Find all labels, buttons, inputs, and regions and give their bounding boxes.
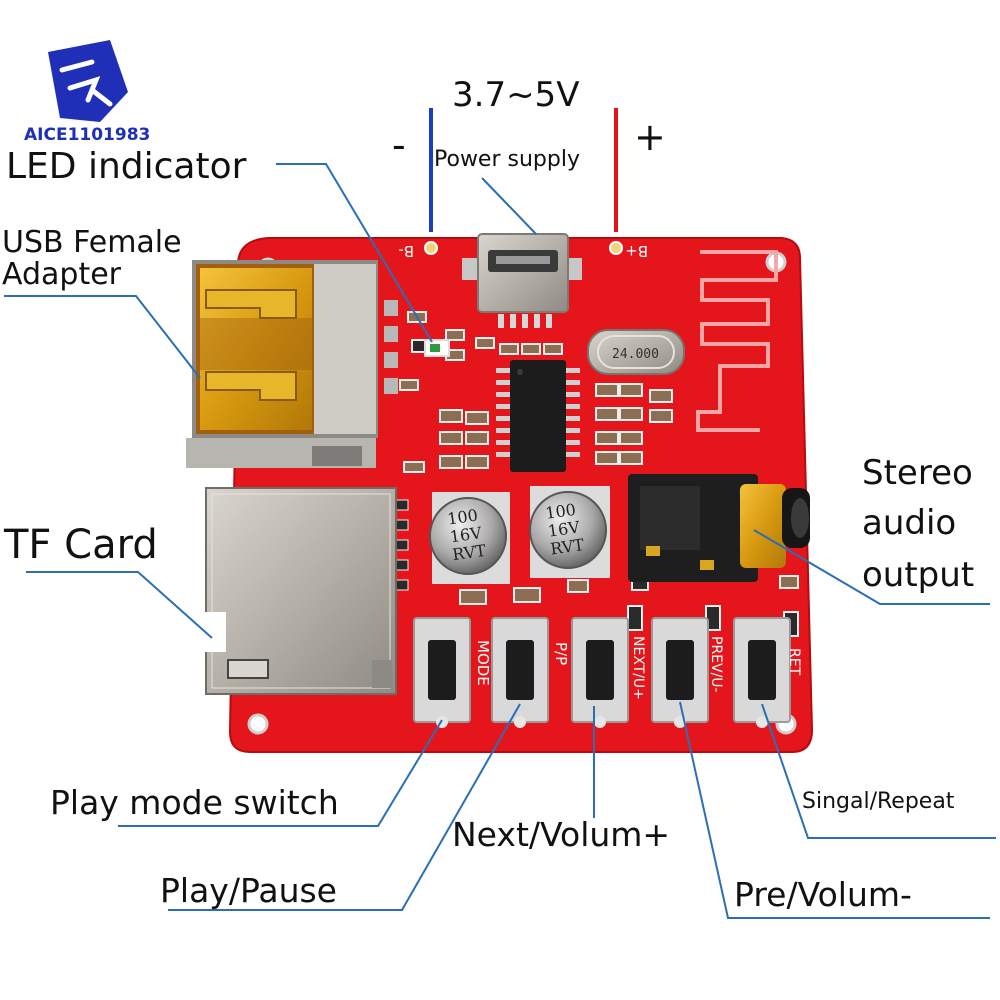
button-mode-label: MODE	[474, 640, 492, 686]
stereo-label-line2: audio	[862, 503, 956, 543]
plus-sign: +	[634, 115, 666, 159]
cap2-text-3: RVT	[549, 535, 585, 559]
usb-label-line1: USB Female	[2, 225, 182, 260]
leader-usb	[4, 295, 201, 379]
micro-usb-port	[462, 233, 582, 328]
leader-play-pause	[168, 703, 521, 911]
leader-led	[276, 163, 433, 343]
usb-label-line2: Adapter	[2, 257, 122, 292]
leader-pre	[679, 701, 990, 919]
leader-tf	[26, 571, 213, 639]
usb-female-port	[186, 260, 378, 468]
button-next-label: NEXT/U+	[630, 636, 646, 700]
cap1-text-2: 16V	[449, 523, 484, 546]
leader-lines	[4, 163, 996, 919]
button-prev-label: PREV/U-	[708, 636, 724, 693]
cap2-text-2: 16V	[547, 517, 582, 540]
cap1-text-3: RVT	[451, 541, 487, 565]
button-next[interactable]: NEXT/U+	[571, 617, 646, 728]
stereo-label-line3: output	[862, 555, 974, 595]
capacitor-1: 100 16V RVT	[429, 492, 510, 584]
pad-label-minus: B-	[398, 242, 414, 260]
logo-text: AICE1101983	[24, 125, 150, 145]
crystal-label: 24.000	[612, 347, 659, 362]
button-pp-label: P/P	[552, 642, 570, 665]
button-prev[interactable]: PREV/U-	[651, 617, 724, 728]
pre-volume-label: Pre/Volum-	[734, 875, 912, 914]
stereo-label-line1: Stereo	[862, 453, 973, 493]
leader-stereo	[753, 529, 990, 605]
pcb-board: B- B+ 24.000	[186, 233, 814, 753]
pad-label-plus: B+	[625, 242, 648, 260]
leader-play-mode	[118, 719, 443, 827]
tf-card-slot	[196, 487, 397, 695]
audio-jack	[628, 474, 810, 582]
crystal-oscillator: 24.000	[587, 329, 685, 375]
voltage-label: 3.7~5V	[452, 75, 579, 115]
cap1-text-1: 100	[446, 506, 479, 529]
led-indicator-label: LED indicator	[6, 146, 247, 187]
button-ret-label: RET	[786, 648, 802, 676]
play-mode-label: Play mode switch	[50, 783, 339, 822]
leader-power	[481, 177, 537, 235]
button-mode[interactable]: MODE	[413, 617, 492, 728]
cap2-text-1: 100	[544, 500, 577, 523]
capacitor-2: 100 16V RVT	[529, 486, 610, 578]
power-supply-label: Power supply	[434, 147, 580, 172]
play-pause-label: Play/Pause	[160, 871, 337, 910]
next-volume-label: Next/Volum+	[452, 815, 670, 854]
tf-card-label: TF Card	[3, 522, 158, 568]
main-ic-chip	[496, 360, 580, 472]
button-play-pause[interactable]: P/P	[491, 617, 570, 728]
brand-logo: AICE1101983	[24, 40, 150, 145]
minus-sign: -	[392, 123, 406, 167]
button-repeat[interactable]: RET	[733, 617, 802, 728]
pcb-antenna	[696, 250, 778, 432]
single-repeat-label: Singal/Repeat	[802, 789, 955, 814]
leader-single-repeat	[761, 703, 996, 839]
